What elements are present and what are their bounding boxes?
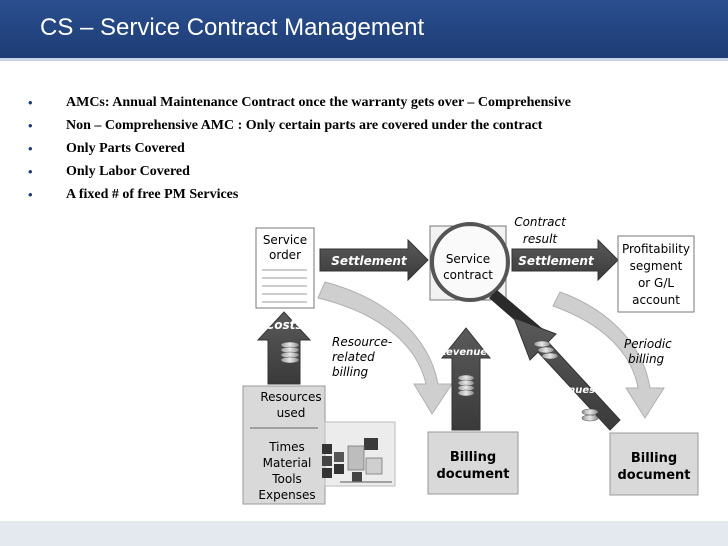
bullet-item: • AMCs: Annual Maintenance Contract once … bbox=[28, 94, 571, 117]
service-contract-label: Service bbox=[446, 252, 490, 266]
profitability-label: account bbox=[632, 293, 680, 307]
magnifier-icon bbox=[430, 222, 510, 302]
billing-document-box-right: Billing document bbox=[609, 432, 699, 496]
billing-document-box-left: Billing document bbox=[427, 431, 519, 495]
bullet-item: • Non – Comprehensive AMC : Only certain … bbox=[28, 117, 571, 140]
resource-type-label: Expenses bbox=[258, 488, 315, 502]
service-order-label: order bbox=[269, 248, 301, 262]
profitability-segment-box: Profitability segment or G/L account bbox=[617, 235, 695, 313]
revenues-label-right: Revenues bbox=[541, 385, 595, 396]
bullet-icon: • bbox=[28, 164, 33, 179]
resource-type-label: Times bbox=[268, 440, 305, 454]
resources-used-label: Resources bbox=[260, 390, 321, 404]
revenues-arrow-left: Revenues bbox=[439, 327, 493, 431]
bullet-icon: • bbox=[28, 141, 33, 156]
costs-label: Costs bbox=[265, 318, 302, 332]
settlement-label-right: Settlement bbox=[518, 254, 595, 268]
title-bar: CS – Service Contract Management bbox=[0, 0, 728, 58]
periodic-billing-label: billing bbox=[628, 352, 665, 366]
settlement-arrow-left: Settlement bbox=[319, 238, 429, 282]
billing-document-label: Billing bbox=[450, 450, 496, 465]
resource-billing-curve-arrow bbox=[317, 281, 453, 415]
periodic-billing-curve-arrow bbox=[552, 291, 665, 419]
bullet-list: • AMCs: Annual Maintenance Contract once … bbox=[28, 94, 571, 209]
costs-arrow: Costs bbox=[256, 311, 312, 385]
service-order-box: Service order bbox=[255, 227, 315, 309]
settlement-arrow-right: Settlement bbox=[511, 238, 619, 282]
bullet-item: • Only Parts Covered bbox=[28, 140, 571, 163]
bullet-text: Non – Comprehensive AMC : Only certain p… bbox=[66, 118, 543, 133]
contract-result-label: result bbox=[523, 232, 559, 246]
service-contract-label: contract bbox=[443, 268, 493, 282]
bullet-item: • Only Labor Covered bbox=[28, 163, 571, 186]
bullet-icon: • bbox=[28, 118, 33, 133]
title-divider bbox=[0, 58, 728, 61]
billing-document-label: document bbox=[617, 468, 690, 483]
billing-document-label: Billing bbox=[631, 451, 677, 466]
bullet-item: • A fixed # of free PM Services bbox=[28, 186, 571, 209]
page-title: CS – Service Contract Management bbox=[40, 14, 425, 41]
profitability-label: Profitability bbox=[622, 242, 690, 256]
contract-result-label: Contract bbox=[514, 215, 567, 229]
bullet-text: Only Labor Covered bbox=[66, 164, 190, 179]
bullet-text: AMCs: Annual Maintenance Contract once t… bbox=[66, 95, 571, 110]
profitability-label: or G/L bbox=[638, 276, 674, 290]
profitability-label: segment bbox=[630, 259, 683, 273]
resource-billing-label: billing bbox=[332, 365, 369, 379]
resources-used-label: used bbox=[277, 406, 306, 420]
bullet-icon: • bbox=[28, 95, 33, 110]
footer-bar bbox=[0, 521, 728, 546]
resource-billing-label: Resource- bbox=[332, 335, 392, 349]
settlement-label-left: Settlement bbox=[331, 254, 408, 268]
service-order-label: Service bbox=[263, 233, 307, 247]
bullet-icon: • bbox=[28, 187, 33, 202]
resource-type-label: Material bbox=[263, 456, 312, 470]
resource-billing-label: related bbox=[332, 350, 375, 364]
equipment-illustration bbox=[322, 421, 396, 487]
resources-used-box: Resources used Times Material Tools Expe… bbox=[242, 385, 326, 505]
bullet-text: Only Parts Covered bbox=[66, 141, 185, 156]
periodic-billing-label: Periodic bbox=[624, 337, 672, 351]
revenues-label-left: Revenues bbox=[439, 347, 493, 358]
resource-type-label: Tools bbox=[271, 472, 302, 486]
bullet-text: A fixed # of free PM Services bbox=[66, 187, 239, 202]
revenues-arrow-right: Revenues bbox=[513, 317, 621, 431]
billing-document-label: document bbox=[436, 467, 509, 482]
